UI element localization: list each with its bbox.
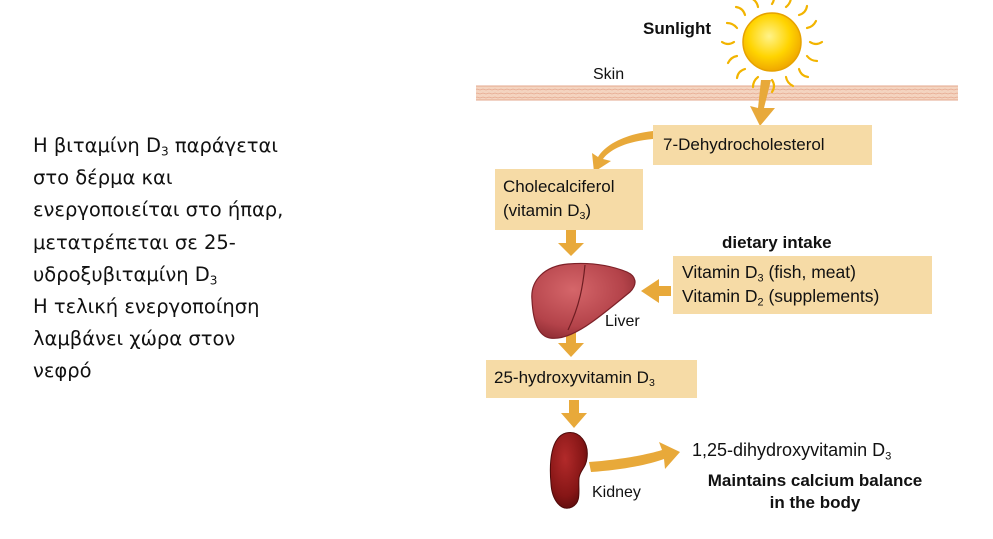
diet-vitamin-d3-line: Vitamin D3 (fish, meat) (682, 262, 856, 285)
diet-vitamin-d2-line: Vitamin D2 (supplements) (682, 286, 880, 309)
vitamin-d3-label: (vitamin D3) (503, 201, 592, 223)
explanation-line-8: νεφρό (33, 359, 92, 383)
dehydro-label: 7-Dehydrocholesterol (663, 135, 825, 154)
box-dietary-intake: Vitamin D3 (fish, meat) Vitamin D2 (supp… (673, 256, 932, 314)
explanation-text: Η βιταμίνη D3 παράγεται στο δέρμα και εν… (33, 130, 353, 388)
maintains-line-2: in the body (769, 493, 861, 512)
sunlight-label: Sunlight (643, 19, 711, 38)
explanation-line-1: Η βιταμίνη D3 παράγεται (33, 134, 278, 159)
maintains-line-1: Maintains calcium balance (707, 471, 923, 490)
arrow-sun-to-skin (750, 80, 775, 126)
explanation-line-3: ενεργοποιείται στο ήπαρ, (33, 198, 284, 222)
box-7-dehydrocholesterol: 7-Dehydrocholesterol (653, 125, 872, 165)
liver-label: Liver (605, 313, 640, 330)
arrow-cholecalciferol-to-liver (558, 230, 584, 256)
cholecalciferol-label: Cholecalciferol (503, 177, 615, 196)
arrow-hydroxy-to-kidney (561, 400, 587, 428)
arrow-dehydro-to-cholecalciferol (592, 131, 653, 172)
dietary-intake-title: dietary intake (722, 233, 832, 252)
skin-label: Skin (593, 66, 625, 83)
pathway-arrows (558, 80, 775, 472)
kidney-label: Kidney (592, 484, 641, 501)
sun-icon (720, 0, 824, 94)
dihydroxy-label: 1,25-dihydroxyvitamin D3 (692, 440, 892, 463)
arrow-kidney-to-dihydroxy (589, 442, 680, 472)
hydroxy-label: 25-hydroxyvitamin D3 (494, 368, 655, 390)
liver-icon (531, 262, 636, 339)
explanation-line-4: μετατρέπεται σε 25- (33, 230, 236, 254)
explanation-line-6: Η τελική ενεργοποίηση (33, 295, 260, 319)
kidney-icon (549, 432, 588, 509)
box-cholecalciferol: Cholecalciferol (vitamin D3) (495, 169, 643, 230)
explanation-line-2: στο δέρμα και (33, 166, 173, 190)
arrow-diet-to-liver (641, 279, 671, 303)
maintains-calcium-text: Maintains calcium balance in the body (682, 470, 948, 514)
skin-band (476, 85, 958, 101)
explanation-line-5: υδροξυβιταμίνη D3 (33, 262, 218, 288)
explanation-line-7: λαμβάνει χώρα στον (33, 327, 236, 351)
box-25-hydroxyvitamin-d3: 25-hydroxyvitamin D3 (486, 360, 697, 398)
arrow-liver-to-hydroxy (558, 332, 584, 357)
